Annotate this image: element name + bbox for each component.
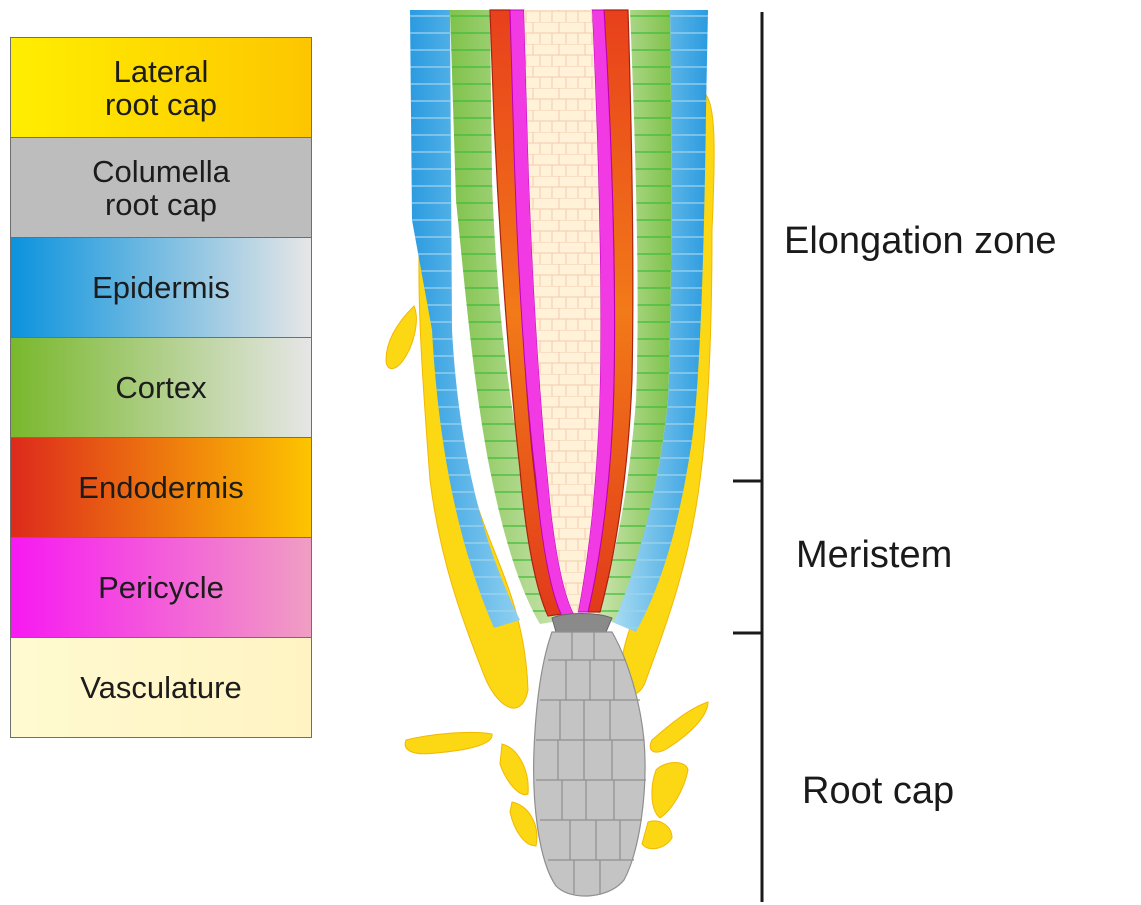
quiescent-center: [552, 614, 612, 633]
columella-root-cap: [534, 632, 646, 896]
meristem-zone-label: Meristem: [796, 534, 952, 577]
zone-scale-bar: [733, 12, 762, 902]
elongation-zone-label: Elongation zone: [784, 220, 1057, 263]
root-cap-zone-label: Root cap: [802, 770, 954, 813]
